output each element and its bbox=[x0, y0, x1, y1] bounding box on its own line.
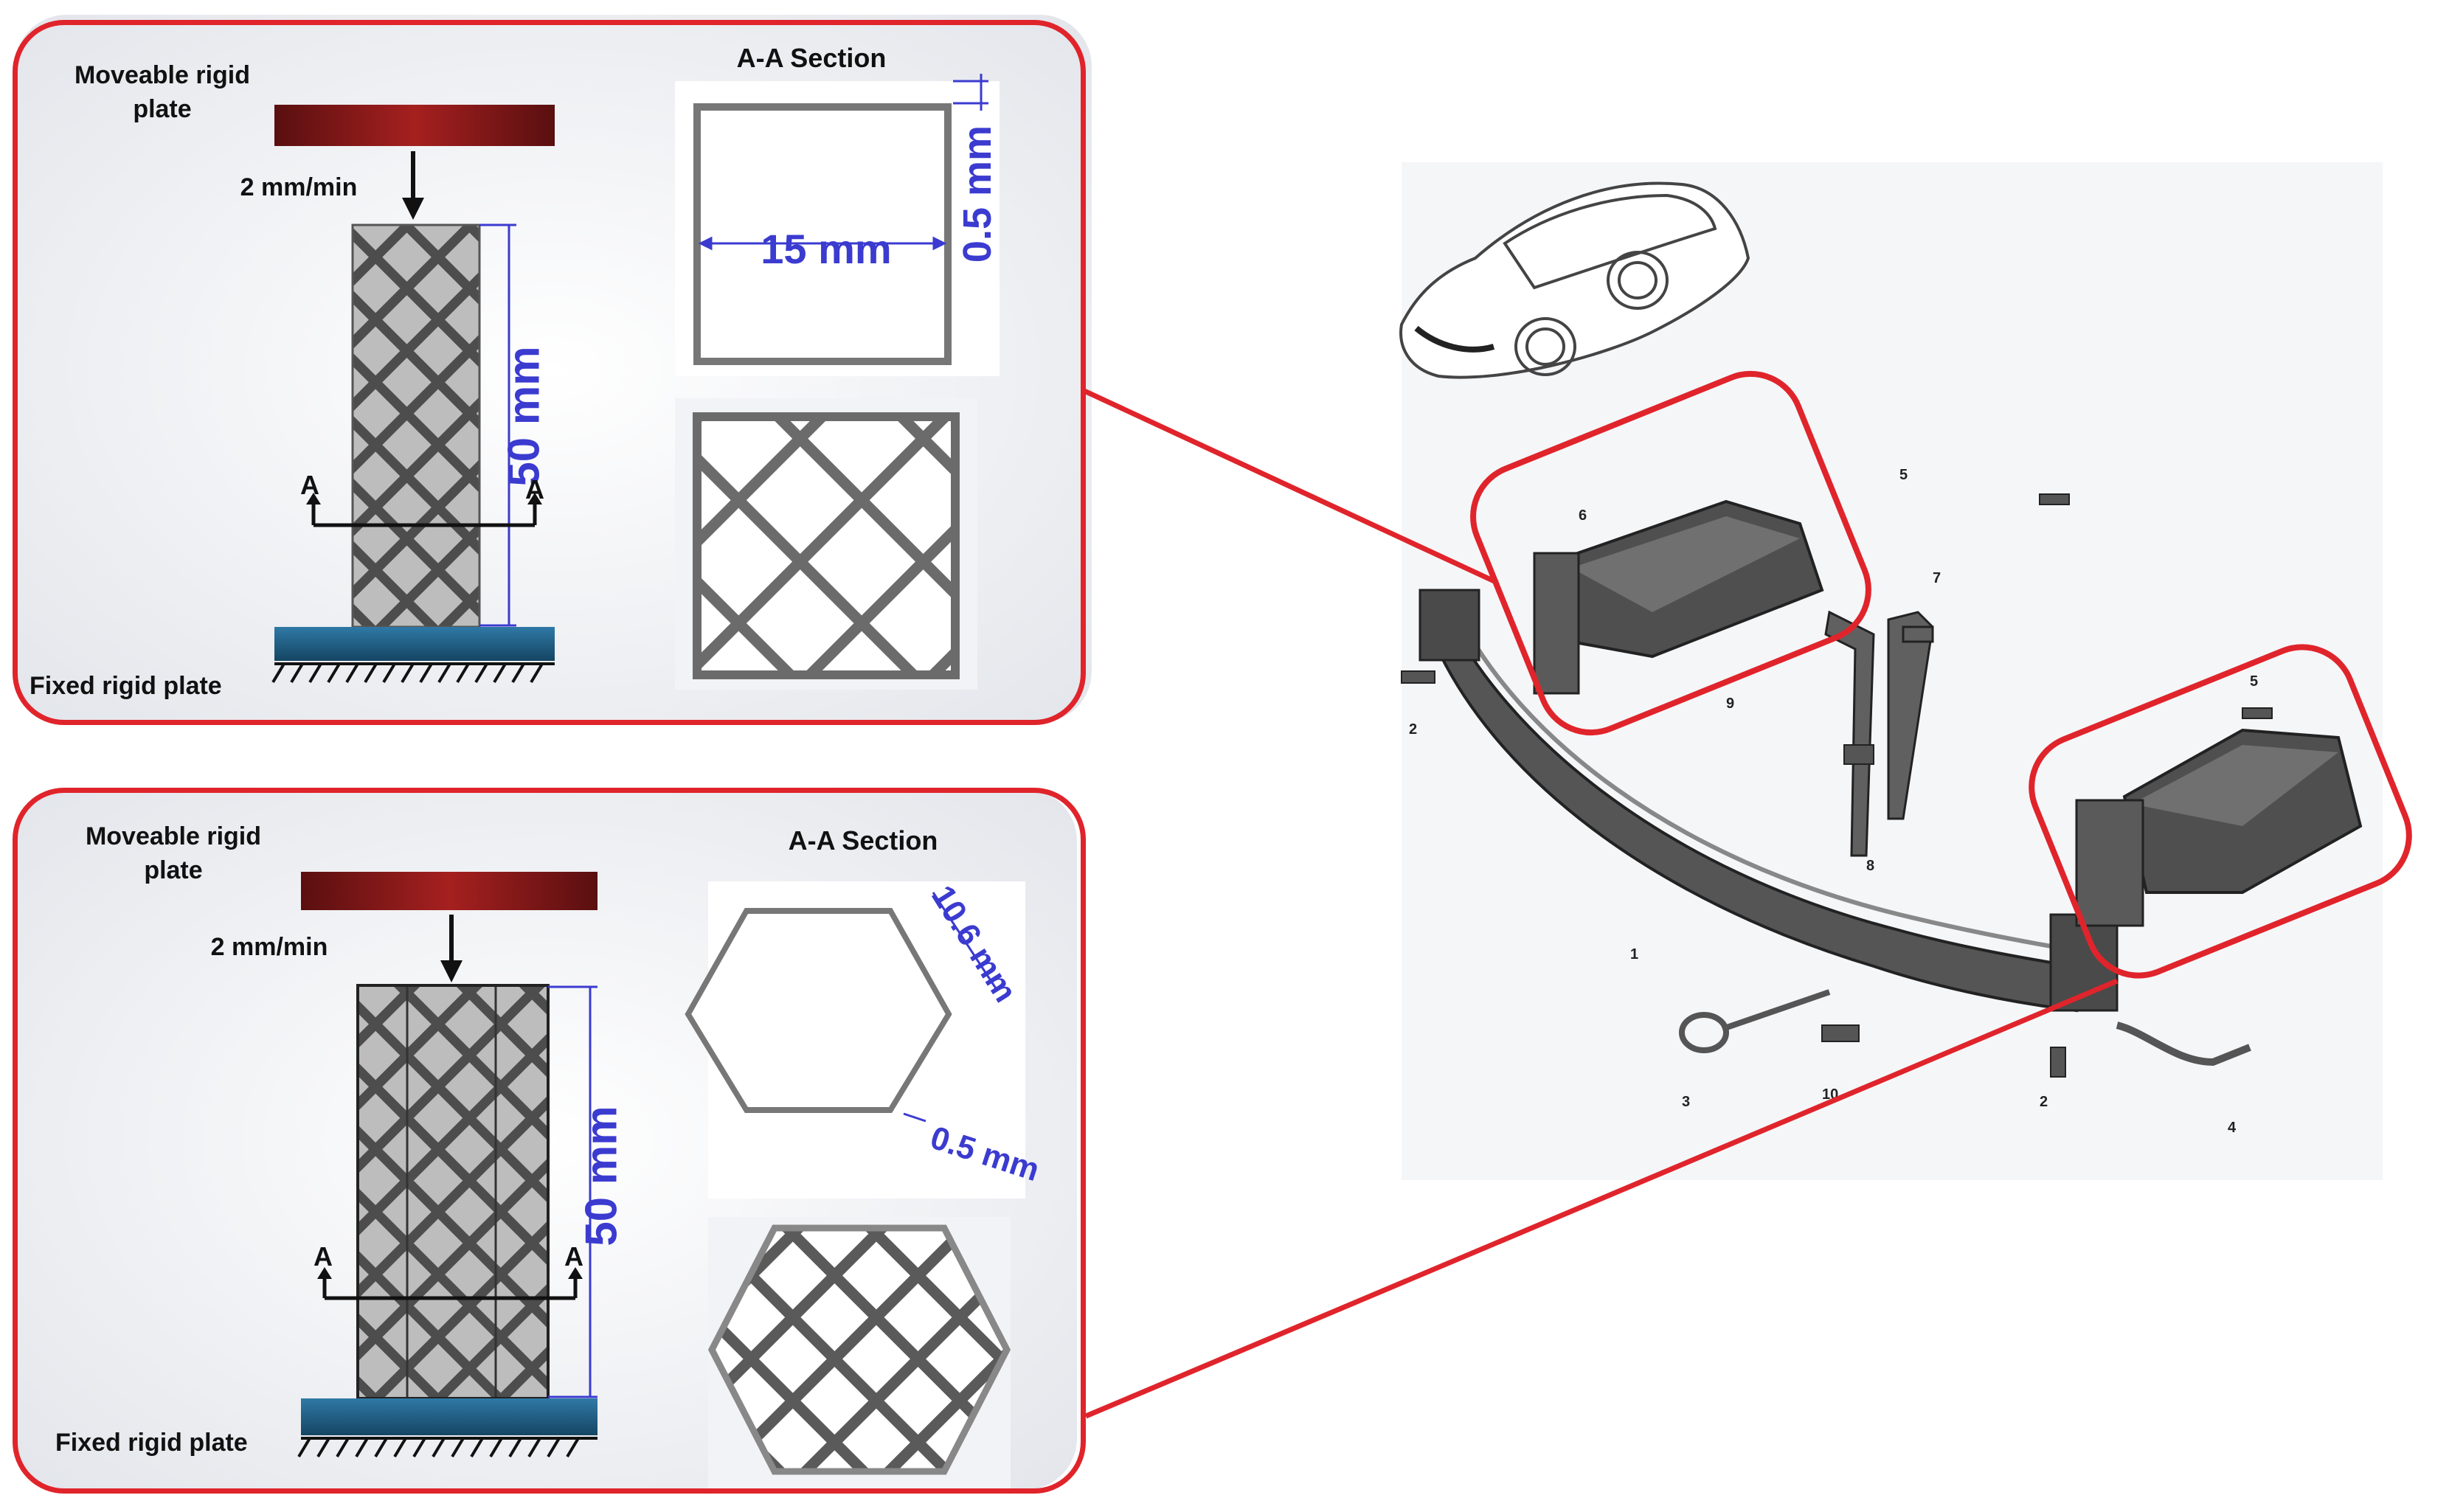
top-moveable-plate bbox=[274, 105, 555, 146]
top-section-line bbox=[311, 502, 537, 527]
bottom-hex-lattice-section bbox=[707, 1224, 1011, 1475]
callout-7: 7 bbox=[1933, 570, 1941, 586]
top-section-title: A-A Section bbox=[736, 43, 887, 73]
bottom-section-title: A-A Section bbox=[788, 825, 938, 856]
callout-6: 6 bbox=[1579, 507, 1587, 524]
callout-8: 8 bbox=[1866, 858, 1874, 874]
top-moveable-label: Moveable rigid plate bbox=[74, 61, 251, 123]
bracket-assembly bbox=[1824, 610, 1934, 857]
bottom-side-dimension bbox=[903, 892, 997, 1123]
callout-2a: 2 bbox=[1409, 721, 1417, 738]
crash-box-left bbox=[1533, 499, 1824, 695]
top-fixed-label: Fixed rigid plate bbox=[30, 672, 222, 700]
callout-5b: 5 bbox=[2250, 673, 2258, 690]
bottom-ground-hatch bbox=[297, 1437, 597, 1458]
top-ground-hatch bbox=[271, 662, 555, 684]
callout-3: 3 bbox=[1682, 1094, 1690, 1110]
top-square-section bbox=[693, 103, 952, 365]
tow-eye bbox=[1679, 989, 1831, 1053]
top-width-dimension bbox=[698, 74, 988, 251]
top-section-marker-left: A bbox=[300, 470, 319, 500]
callout-4: 4 bbox=[2228, 1120, 2237, 1136]
bottom-section-line bbox=[322, 1276, 578, 1300]
crash-box-right bbox=[2075, 728, 2363, 927]
connector-bottom bbox=[1084, 978, 2119, 1419]
callout-5a: 5 bbox=[1899, 467, 1908, 483]
top-height-dimension bbox=[479, 223, 516, 627]
top-section-marker-right: A bbox=[525, 474, 544, 504]
bottom-speed-label: 2 mm/min bbox=[210, 933, 328, 961]
bottom-moveable-plate bbox=[301, 872, 597, 910]
top-panel-graphics bbox=[15, 15, 1092, 723]
bottom-moveable-label: Moveable rigid plate bbox=[85, 822, 262, 884]
bottom-panel-frame bbox=[13, 788, 1086, 1494]
top-speed-label: 2 mm/min bbox=[240, 173, 358, 201]
bottom-fixed-plate bbox=[301, 1398, 597, 1435]
callout-9: 9 bbox=[1726, 696, 1734, 712]
strap-part bbox=[2116, 1022, 2251, 1067]
bottom-panel-graphics bbox=[15, 789, 1077, 1490]
assembly-graphics: 1 2 2 3 4 5 5 6 7 8 9 10 bbox=[1399, 162, 2412, 1180]
top-fixed-plate bbox=[274, 627, 555, 661]
bottom-lattice-column bbox=[356, 984, 550, 1400]
bottom-hex-section bbox=[685, 908, 952, 1113]
top-width-label: 15 mm bbox=[761, 226, 892, 272]
small-fasteners bbox=[1401, 493, 2273, 1078]
callout-2b: 2 bbox=[2040, 1094, 2048, 1110]
car-illustration bbox=[1399, 181, 1750, 379]
callout-1: 1 bbox=[1630, 946, 1638, 963]
highlight-left-crash-box bbox=[1470, 370, 1871, 736]
connector-top bbox=[1083, 388, 1499, 586]
highlight-right-crash-box bbox=[2029, 644, 2412, 979]
top-lattice-section bbox=[693, 412, 960, 679]
bottom-section-marker-left: A bbox=[314, 1241, 333, 1272]
bottom-height-dimension bbox=[548, 985, 597, 1398]
top-panel-frame bbox=[13, 20, 1086, 725]
bottom-fixed-label: Fixed rigid plate bbox=[55, 1429, 248, 1457]
top-lattice-column bbox=[351, 223, 481, 628]
bottom-section-marker-right: A bbox=[564, 1241, 583, 1272]
